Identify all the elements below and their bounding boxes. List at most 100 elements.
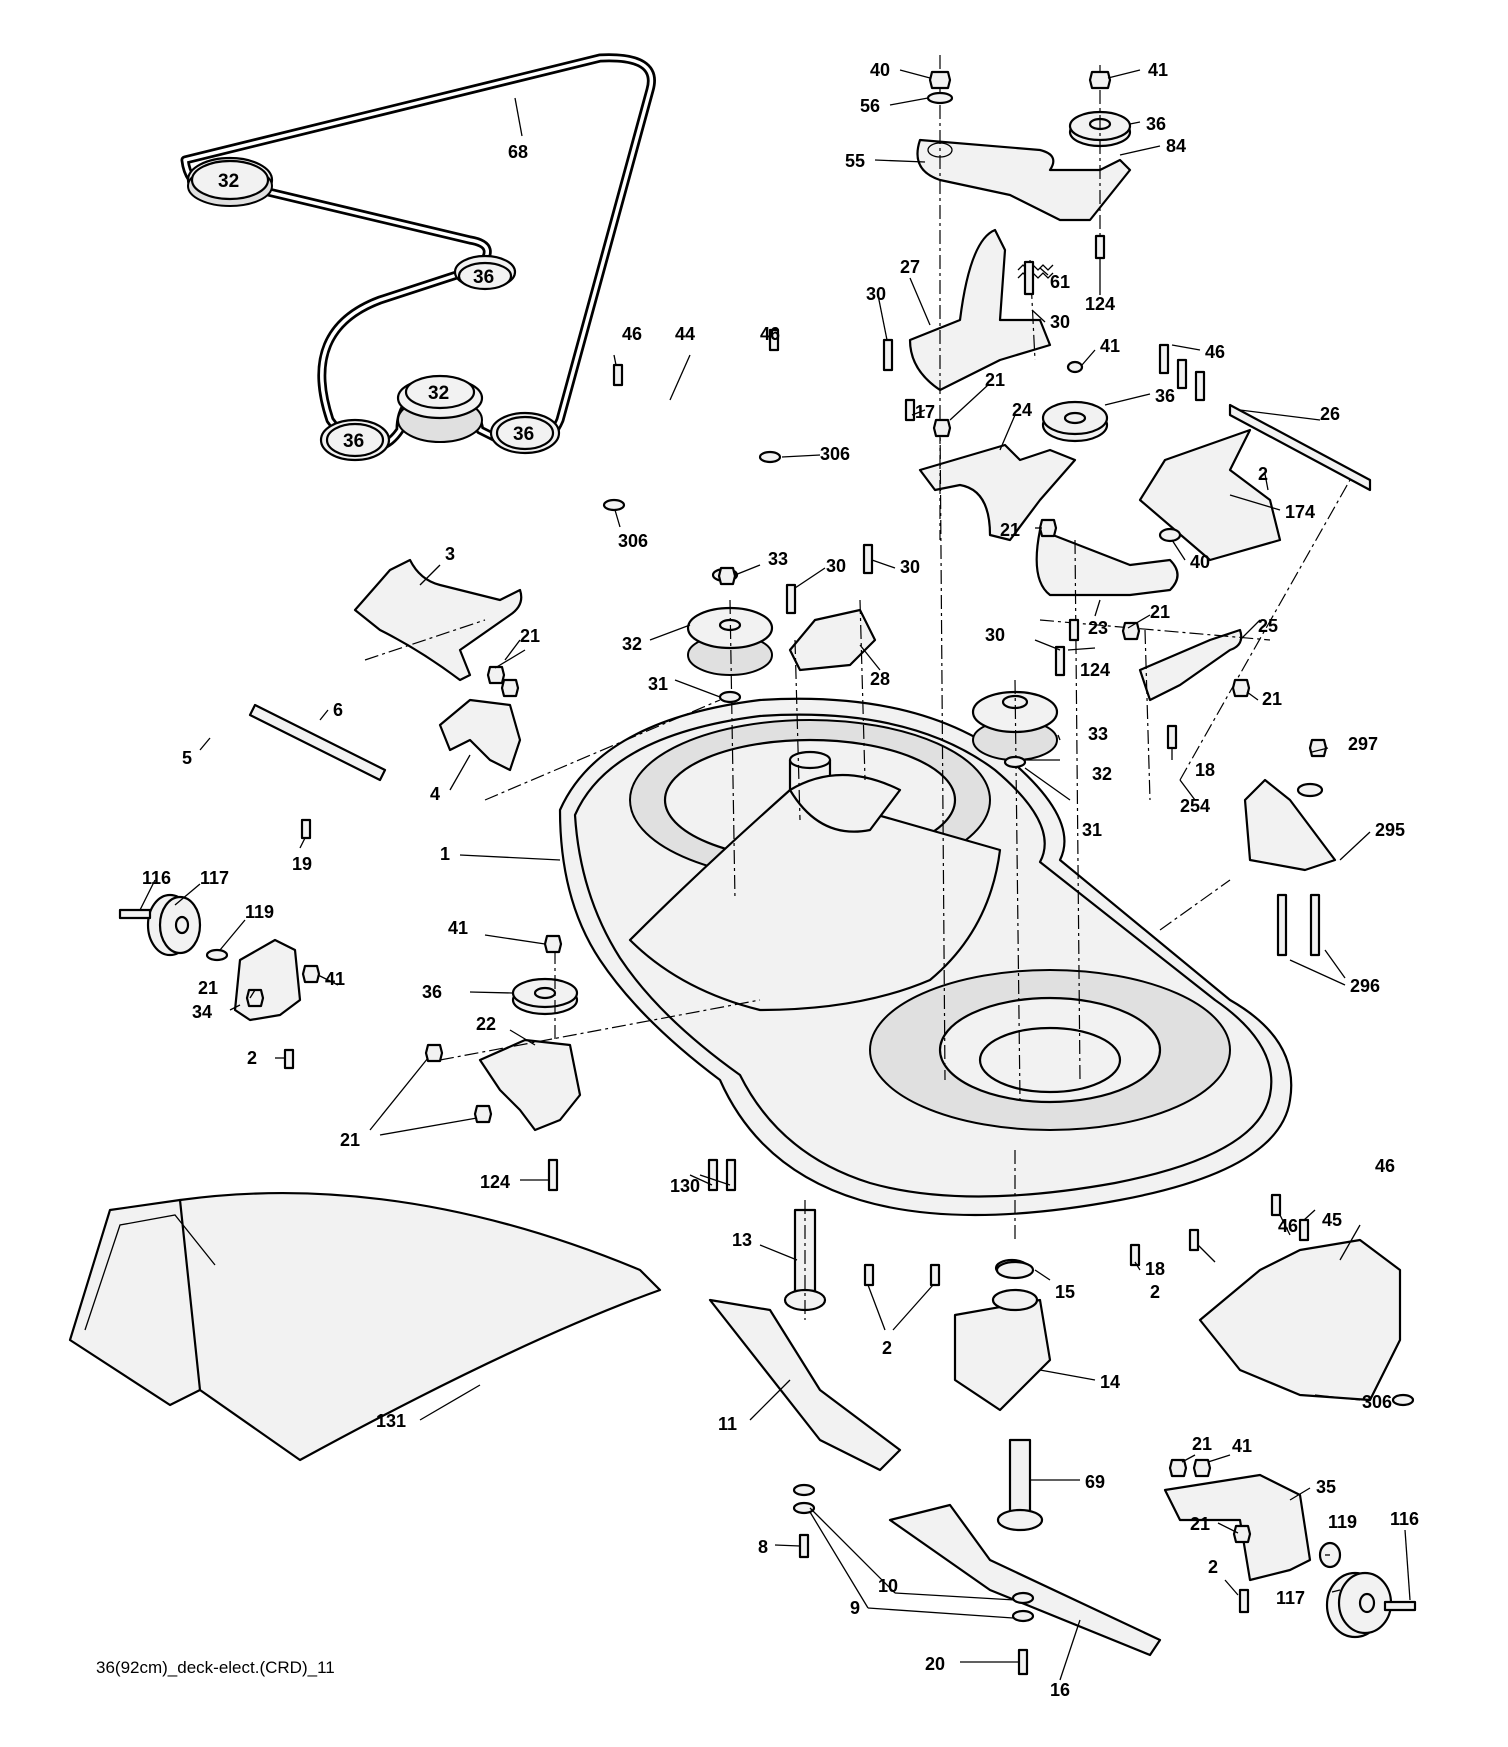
pulley-36-upper <box>1041 360 1109 443</box>
callout: 24 <box>1012 400 1032 420</box>
callout: 254 <box>1180 796 1210 816</box>
belt-pulley-label: 36 <box>473 267 494 288</box>
diagram-footer-code: 36(92cm)_deck-elect.(CRD)_11 <box>96 1658 335 1677</box>
callout: 21 <box>198 978 218 998</box>
deck-housing <box>558 697 1293 1217</box>
callout: 297 <box>1348 734 1378 754</box>
callout: 306 <box>618 531 648 551</box>
callout: 30 <box>826 556 846 576</box>
callout: 41 <box>1232 1436 1252 1456</box>
belt-pulley: 32 <box>186 156 274 207</box>
bracket-28 <box>788 608 877 672</box>
callout: 21 <box>1262 689 1282 709</box>
blade-11 <box>708 1298 902 1472</box>
callout: 174 <box>1285 502 1315 522</box>
callout: 30 <box>1050 312 1070 332</box>
callout: 41 <box>325 969 345 989</box>
callout: 1 <box>440 844 450 864</box>
callout: 119 <box>245 902 274 922</box>
callout: 30 <box>866 284 886 304</box>
callout: 4 <box>430 784 440 804</box>
callout: 32 <box>1092 764 1112 784</box>
callout: 45 <box>1322 1210 1342 1230</box>
callout: 18 <box>1145 1259 1165 1279</box>
callout: 21 <box>520 626 540 646</box>
callout: 131 <box>376 1411 406 1431</box>
callout: 31 <box>648 674 668 694</box>
callout-labels: 40 56 41 36 84 55 61 124 27 30 30 41 46 … <box>142 60 1419 1700</box>
wheel-117-right <box>1325 1571 1393 1639</box>
belt-guard-26-174 <box>1138 403 1372 562</box>
callout: 9 <box>850 1598 860 1618</box>
callout: 32 <box>622 634 642 654</box>
callout: 130 <box>670 1176 700 1196</box>
callout: 33 <box>1088 724 1108 744</box>
callout: 21 <box>340 1130 360 1150</box>
callout: 10 <box>878 1576 898 1596</box>
callout: 3 <box>445 544 455 564</box>
belt-pulley-label: 36 <box>343 431 364 452</box>
callout: 18 <box>1195 760 1215 780</box>
callout: 40 <box>870 60 890 80</box>
callout: 124 <box>1080 660 1110 680</box>
callout: 46 <box>1205 342 1225 362</box>
leader-lines <box>139 69 1411 1681</box>
plate-23 <box>1035 528 1179 597</box>
spindle-69 <box>996 1438 1044 1532</box>
callout: 34 <box>192 1002 212 1022</box>
callout: 119 <box>1328 1512 1357 1532</box>
callout: 116 <box>142 868 171 888</box>
callout: 21 <box>1000 520 1020 540</box>
alignment-lines <box>364 55 1351 1320</box>
belt-pulley-label: 32 <box>428 383 449 404</box>
callout: 40 <box>1190 552 1210 572</box>
belt-pulley: 36 <box>319 418 391 462</box>
callout: 16 <box>1050 1680 1070 1700</box>
belt-pulley: 32 <box>396 374 484 443</box>
callout: 124 <box>1085 294 1115 314</box>
bracket-295 <box>1243 778 1337 872</box>
callout: 69 <box>1085 1472 1105 1492</box>
blade-16 <box>888 1503 1162 1657</box>
shield-3 <box>353 558 523 682</box>
callout: 36 <box>1146 114 1166 134</box>
callout: 116 <box>1390 1509 1419 1529</box>
callout: 22 <box>476 1014 496 1034</box>
callout: 41 <box>448 918 468 938</box>
callout: 124 <box>480 1172 510 1192</box>
callout: 30 <box>900 557 920 577</box>
callout: 46 <box>1375 1156 1395 1176</box>
callout: 35 <box>1316 1477 1336 1497</box>
wheel-117-left <box>146 893 202 957</box>
callout: 31 <box>1082 820 1102 840</box>
callout: 55 <box>845 151 865 171</box>
callout: 15 <box>1055 1282 1075 1302</box>
callout: 19 <box>292 854 312 874</box>
callout: 46 <box>1278 1216 1298 1236</box>
callout: 27 <box>900 257 920 277</box>
callout: 46 <box>622 324 642 344</box>
callout: 41 <box>1148 60 1168 80</box>
callout: 2 <box>1208 1557 1218 1577</box>
callout: 306 <box>1362 1392 1392 1412</box>
callout: 33 <box>768 549 788 569</box>
callout: 306 <box>820 444 850 464</box>
spindle-housing-14 <box>953 1258 1052 1412</box>
belt-pulley-label: 32 <box>218 171 239 192</box>
rod-6 <box>248 703 387 782</box>
callout: 17 <box>915 402 935 422</box>
callout: 117 <box>200 868 229 888</box>
bracket-25 <box>1138 628 1243 702</box>
callout: 61 <box>1050 272 1070 292</box>
callout: 8 <box>758 1537 768 1557</box>
belt-pulley: 36 <box>489 411 561 455</box>
idler-arm-55 <box>916 110 1132 222</box>
callout: 5 <box>182 748 192 768</box>
callout: 21 <box>1190 1514 1210 1534</box>
spring-61 <box>1017 264 1054 279</box>
callout: 296 <box>1350 976 1380 996</box>
callout: 46 <box>760 324 780 344</box>
bracket-22 <box>478 1038 582 1132</box>
callout: 2 <box>247 1048 257 1068</box>
